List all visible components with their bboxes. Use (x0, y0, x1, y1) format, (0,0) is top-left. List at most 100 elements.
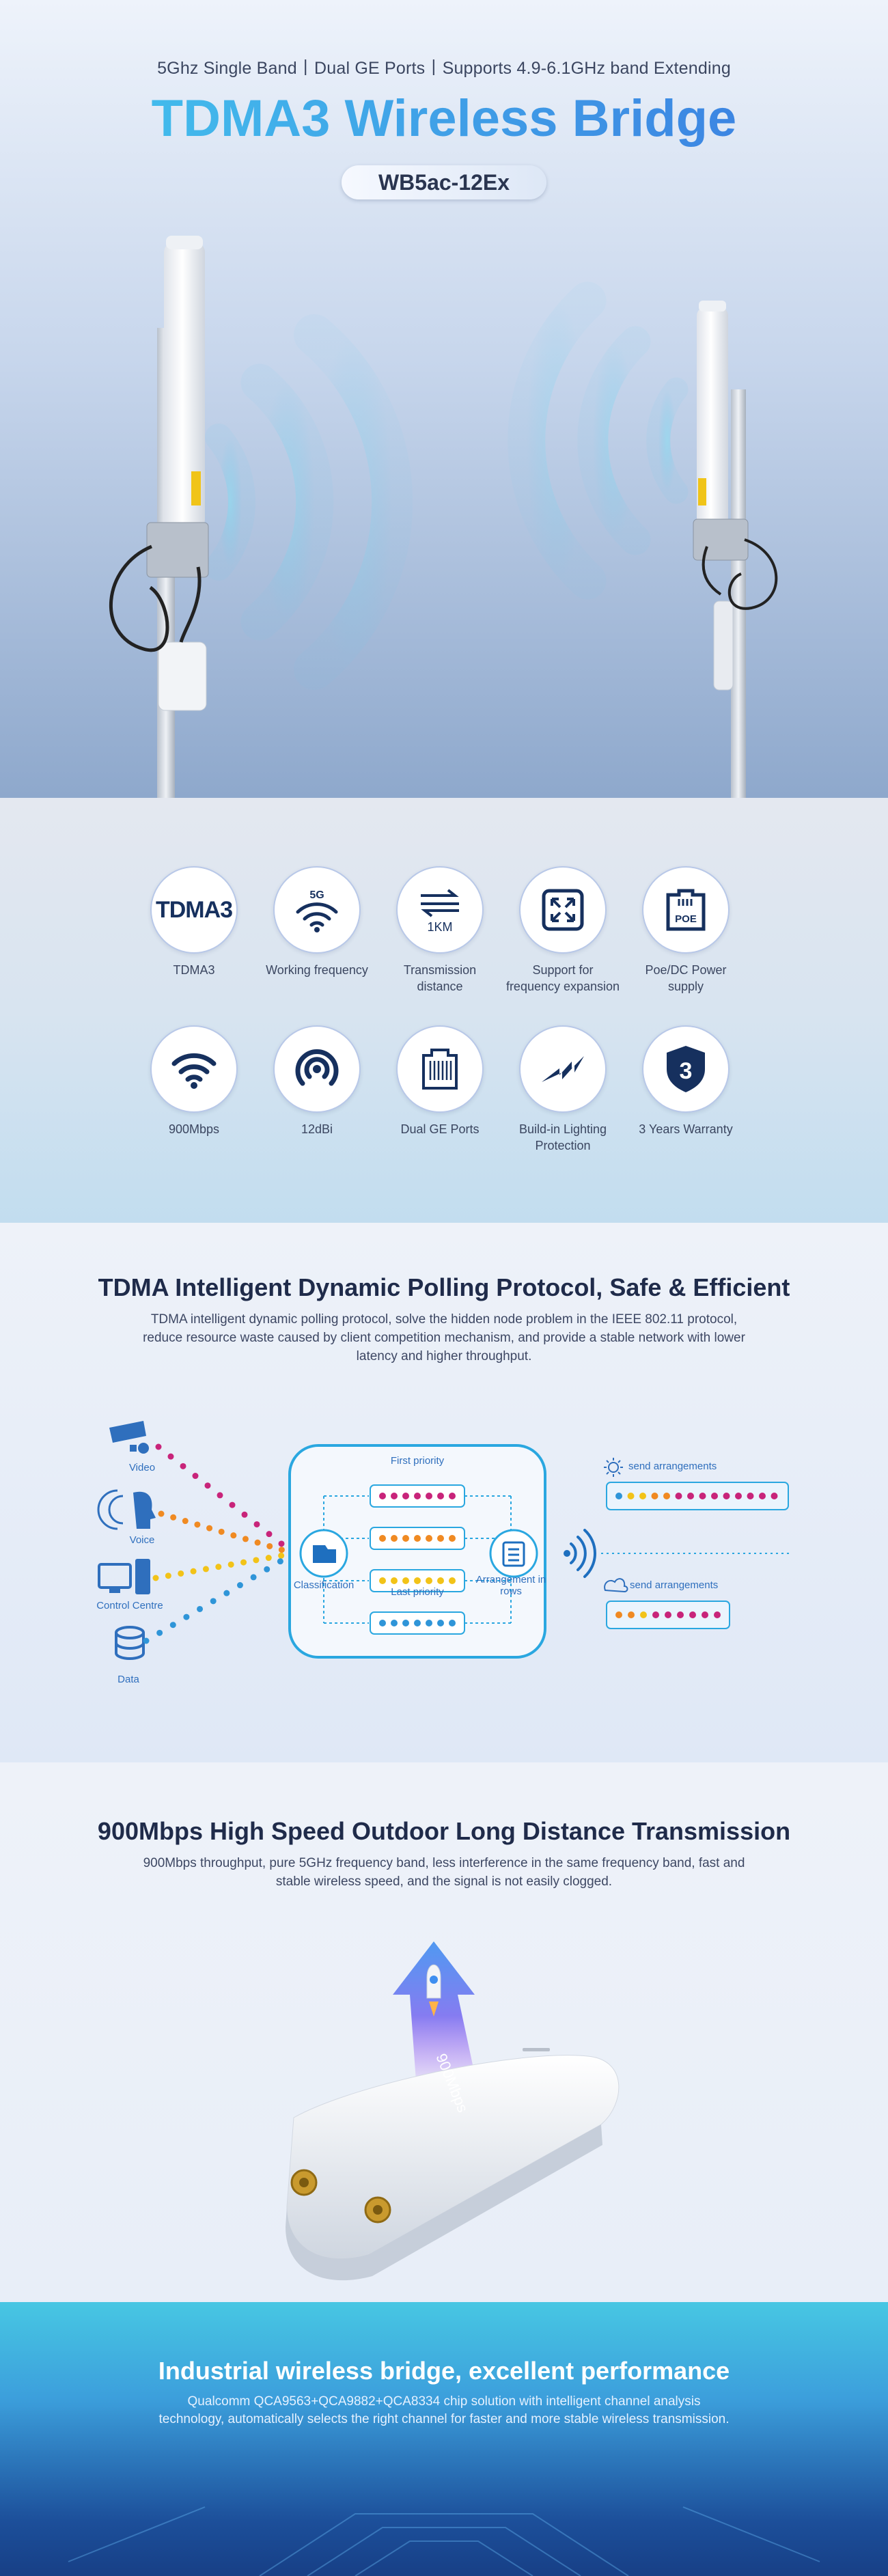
arrangement-dots-2 (615, 1611, 721, 1618)
feature-dual-ge-ports: Dual GE Ports (382, 1025, 498, 1137)
svg-text:1KM: 1KM (427, 920, 452, 934)
source-dot (192, 1473, 199, 1480)
arrangement-bar-1 (606, 1482, 789, 1510)
feature-900mbps: 900Mbps (136, 1025, 252, 1137)
bottom-title: Industrial wireless bridge, excellent pe… (158, 2357, 730, 2385)
source-dot (165, 1573, 171, 1579)
source-dot (143, 1637, 150, 1644)
source-dot (194, 1521, 201, 1528)
source-dot (202, 1566, 209, 1573)
queue-dot (402, 1577, 409, 1584)
feature-label: 900Mbps (168, 1122, 220, 1136)
source-dot (265, 1555, 272, 1562)
scheduler-box (288, 1444, 546, 1659)
list-icon (502, 1541, 525, 1567)
queue-dot (379, 1493, 386, 1499)
circuit-decoration (68, 2506, 820, 2576)
speed-section: 900Mbps High Speed Outdoor Long Distance… (0, 1762, 888, 2302)
queue-dot (449, 1535, 456, 1542)
queue-dot (449, 1620, 456, 1626)
source-dot (223, 1590, 230, 1596)
source-dot (182, 1518, 189, 1525)
source-dot (217, 1492, 223, 1499)
tdma-section: TDMA Intelligent Dynamic Polling Protoco… (0, 1223, 888, 1762)
hero-section: 5Ghz Single Band丨Dual GE Ports丨Supports … (0, 0, 888, 798)
expand-icon (519, 866, 607, 954)
queue-dot (379, 1535, 386, 1542)
arrangement-dot (771, 1493, 778, 1499)
source-dot (215, 1564, 222, 1570)
tdma-diagram (97, 1421, 792, 1660)
speed-title: 900Mbps High Speed Outdoor Long Distance… (97, 1817, 791, 1845)
source-dot (277, 1558, 283, 1565)
tdma3-icon: TDMA3 (150, 866, 238, 954)
features-section: TDMA3 TDMA3 5G Working frequency 1KM Tra… (0, 798, 888, 1223)
feature-working-frequency: 5G Working frequency (259, 866, 375, 978)
first-priority-label: First priority (390, 1455, 445, 1467)
feature-label: TDMA3 (173, 963, 215, 977)
bottom-section: Industrial wireless bridge, excellent pe… (0, 2302, 888, 2576)
arrangement-dot (640, 1611, 647, 1618)
feature-frequency-expansion: Support for frequency expansion (505, 866, 621, 995)
signal-target-icon (273, 1025, 361, 1113)
source-dot (158, 1510, 165, 1517)
source-label-data: Data (117, 1674, 139, 1685)
queue-dot (402, 1535, 409, 1542)
source-dot (156, 1629, 163, 1636)
feature-label: 3 Years Warranty (639, 1122, 733, 1136)
arrangement-dot (651, 1493, 658, 1499)
queue-dot (426, 1577, 432, 1584)
tdma-description: TDMA intelligent dynamic polling protoco… (143, 1312, 745, 1363)
svg-text:3: 3 (680, 1058, 693, 1084)
source-dot (218, 1528, 225, 1535)
source-dot (229, 1501, 236, 1508)
source-dot (242, 1536, 249, 1542)
source-dot (170, 1514, 177, 1521)
wifi-5g-icon: 5G (273, 866, 361, 954)
folder-icon (313, 1545, 336, 1563)
ethernet-port-icon (396, 1025, 484, 1113)
queue-dot (414, 1620, 421, 1626)
source-dot (178, 1570, 184, 1577)
outdoor-cpe-device (286, 2048, 620, 2281)
tdma-title: TDMA Intelligent Dynamic Polling Protoco… (98, 1273, 790, 1301)
queue-dot (437, 1493, 444, 1499)
voice-icon (97, 1489, 156, 1530)
arrangement-dot (675, 1493, 682, 1499)
source-dot (241, 1511, 248, 1518)
bottom-description: Qualcomm QCA9563+QCA9882+QCA8334 chip so… (158, 2394, 730, 2426)
queue-dot (379, 1577, 386, 1584)
queue-dot (391, 1493, 398, 1499)
queue-dot (414, 1493, 421, 1499)
queue-dot (391, 1577, 398, 1584)
queue-dot (437, 1535, 444, 1542)
arrangement-dot (639, 1493, 646, 1499)
arrangement-label: Arrangement in rows (475, 1574, 546, 1597)
arrangement-dot (615, 1611, 622, 1618)
feature-label: Support for frequency expansion (505, 963, 620, 993)
database-icon (115, 1626, 145, 1660)
left-signal-waves (205, 314, 413, 690)
queue-dot (379, 1620, 386, 1626)
right-antenna (693, 301, 778, 798)
source-dot (240, 1559, 247, 1566)
queue-dot (402, 1620, 409, 1626)
queue-dot (437, 1620, 444, 1626)
feature-12dbi: 12dBi (259, 1025, 375, 1137)
source-dot (253, 1521, 260, 1527)
arrangement-dot (615, 1493, 622, 1499)
wifi-icon (150, 1025, 238, 1113)
source-dot (236, 1582, 243, 1589)
source-dot (190, 1568, 197, 1575)
svg-text:5G: 5G (309, 889, 324, 901)
video-camera-icon (109, 1421, 149, 1454)
source-dot (278, 1552, 285, 1559)
source-dot (155, 1443, 162, 1450)
feature-label: Dual GE Ports (400, 1122, 480, 1136)
priority-queue-rows (370, 1484, 465, 1635)
send-arrangements-label-2: send arrangements (630, 1579, 719, 1591)
source-label-control-centre: Control Centre (96, 1600, 163, 1611)
source-dot (253, 1557, 260, 1564)
poe-icon: POE (642, 866, 730, 954)
queue-dot (414, 1577, 421, 1584)
